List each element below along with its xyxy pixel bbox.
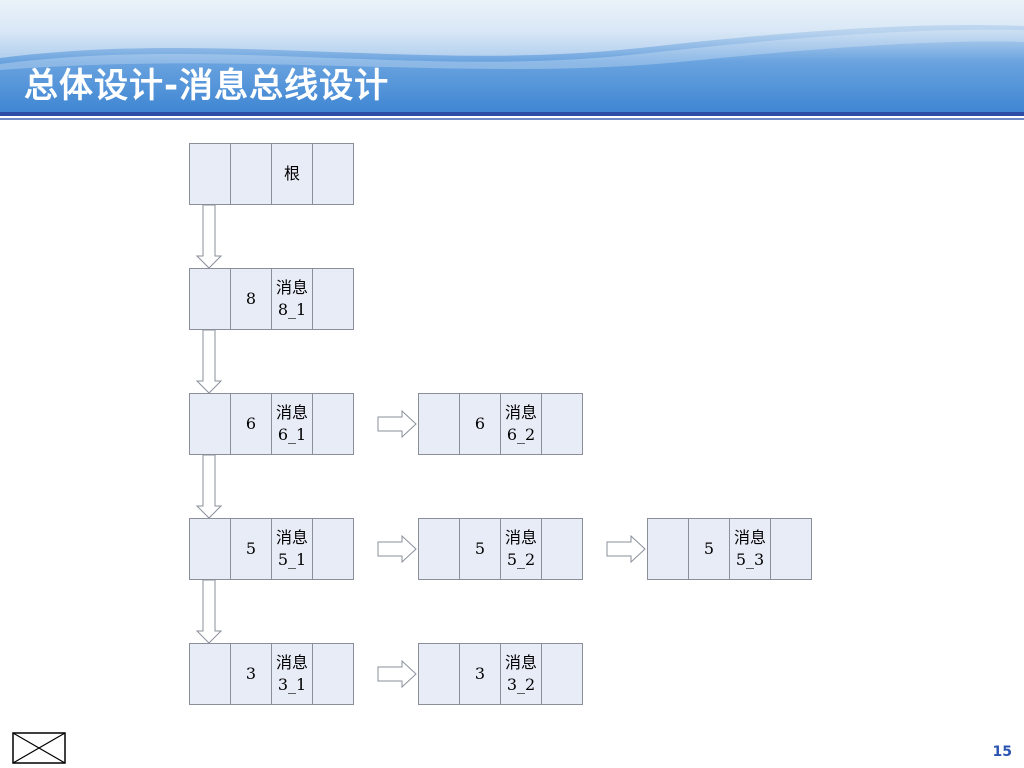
node-m3_2-cell-0 xyxy=(418,643,460,705)
node-m6_2-cell-1: 6 xyxy=(459,393,501,455)
node-m5_2-cell-3 xyxy=(541,518,583,580)
page-number: 15 xyxy=(992,744,1012,760)
node-m3_1-cell-1: 3 xyxy=(230,643,272,705)
node-m3_2-cell-2: 消息 3_2 xyxy=(500,643,542,705)
header-rule-thin xyxy=(0,118,1024,120)
node-m5_2-cell-1: 5 xyxy=(459,518,501,580)
slide-header: 总体设计-消息总线设计 xyxy=(0,0,1024,112)
node-m3_1-cell-2: 消息 3_1 xyxy=(271,643,313,705)
arrow-m5_2-to-m5_3 xyxy=(606,534,646,564)
node-m8_1-cell-0 xyxy=(189,268,231,330)
node-root-cell-0 xyxy=(189,143,231,205)
node-m6_2-cell-2: 消息 6_2 xyxy=(500,393,542,455)
node-m5_1-cell-3 xyxy=(312,518,354,580)
node-m3_2-cell-1: 3 xyxy=(459,643,501,705)
node-m3_1-cell-3 xyxy=(312,643,354,705)
envelope-icon xyxy=(12,732,66,764)
node-m6_2-cell-0 xyxy=(418,393,460,455)
node-m3_2-cell-3 xyxy=(541,643,583,705)
header-wave-decoration xyxy=(0,0,1024,70)
node-m5_1-cell-2: 消息 5_1 xyxy=(271,518,313,580)
node-m5_2-cell-0 xyxy=(418,518,460,580)
node-root-cell-3 xyxy=(312,143,354,205)
node-m6_1-cell-1: 6 xyxy=(230,393,272,455)
arrow-m8_1-to-m6_1 xyxy=(195,329,223,394)
node-m5_1-cell-1: 5 xyxy=(230,518,272,580)
arrow-m3_1-to-m3_2 xyxy=(377,659,417,689)
slide-title: 总体设计-消息总线设计 xyxy=(24,66,390,106)
arrow-root-to-m8_1 xyxy=(195,204,223,269)
arrow-m5_1-to-m5_2 xyxy=(377,534,417,564)
node-m5_3-cell-2: 消息 5_3 xyxy=(729,518,771,580)
node-m8_1-cell-3 xyxy=(312,268,354,330)
node-m6_1-cell-0 xyxy=(189,393,231,455)
arrow-m5_1-to-m3_1 xyxy=(195,579,223,644)
node-m5_3-cell-3 xyxy=(770,518,812,580)
arrow-m6_1-to-m5_1 xyxy=(195,454,223,519)
header-rule-thick xyxy=(0,112,1024,116)
node-m8_1-cell-2: 消息 8_1 xyxy=(271,268,313,330)
node-m6_2-cell-3 xyxy=(541,393,583,455)
node-m8_1-cell-1: 8 xyxy=(230,268,272,330)
node-m5_2-cell-2: 消息 5_2 xyxy=(500,518,542,580)
arrow-m6_1-to-m6_2 xyxy=(377,409,417,439)
node-m3_1-cell-0 xyxy=(189,643,231,705)
node-m6_1-cell-3 xyxy=(312,393,354,455)
node-root-cell-2: 根 xyxy=(271,143,313,205)
node-m5_3-cell-1: 5 xyxy=(688,518,730,580)
node-m5_3-cell-0 xyxy=(647,518,689,580)
node-root: 根 xyxy=(189,143,354,205)
node-root-cell-1 xyxy=(230,143,272,205)
node-m5_1-cell-0 xyxy=(189,518,231,580)
node-m6_1-cell-2: 消息 6_1 xyxy=(271,393,313,455)
